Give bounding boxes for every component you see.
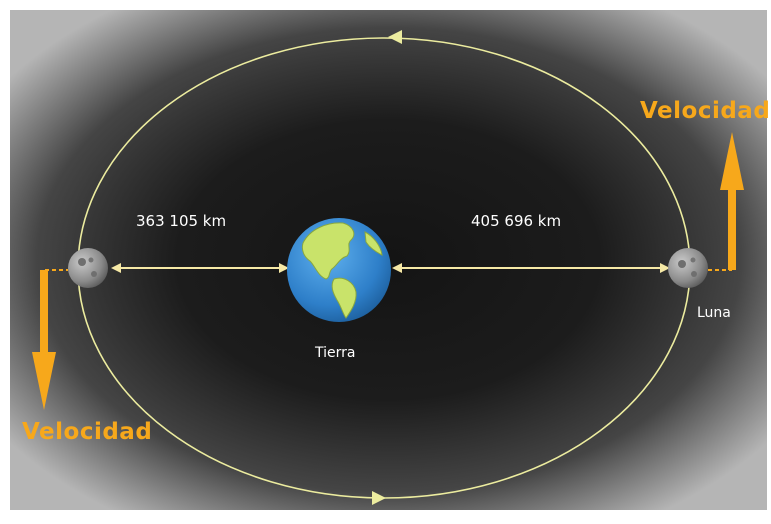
- earth-label: Tierra: [315, 345, 356, 361]
- apogee-distance-label: 405 696 km: [471, 212, 562, 230]
- perigee-distance-arrow: [111, 263, 289, 273]
- apogee-distance-arrow: [392, 263, 670, 273]
- perigee-distance-label: 363 105 km: [136, 212, 227, 230]
- velocity-arrow-left: [32, 269, 68, 410]
- velocity-label-left: Velocidad: [22, 419, 153, 445]
- velocity-label-right: Velocidad: [640, 98, 771, 124]
- orbit-direction-arrow-bottom: [372, 491, 386, 505]
- earth-globe-icon: [287, 218, 391, 322]
- orbit-direction-arrow-top: [388, 30, 402, 44]
- moon-icon: [68, 248, 108, 288]
- moon-label: Luna: [697, 305, 731, 321]
- moon-icon: [668, 248, 708, 288]
- velocity-arrow-right: [708, 132, 744, 271]
